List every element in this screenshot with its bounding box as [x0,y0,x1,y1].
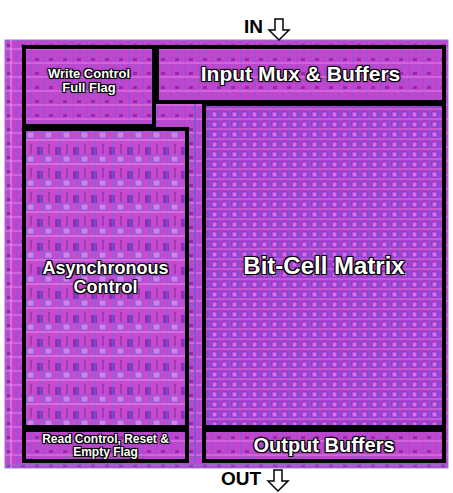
control-block: Read Control, Reset & Empty Flag [22,428,189,463]
memory-array: Bit-Cell Matrix [202,102,446,429]
block-label: Input Mux & Buffers [201,63,401,85]
control-block: Write Control Full Flag [22,45,156,128]
port-label: OUT [221,468,261,490]
output-arrow [268,470,288,491]
logic-block: Asynchronous Control [22,127,189,429]
io-block: Input Mux & Buffers [155,45,446,104]
io-block: Output Buffers [202,428,446,463]
block-label: Asynchronous Control [28,259,183,297]
block-label: Read Control, Reset & Empty Flag [31,433,181,458]
block-label: Output Buffers [253,435,394,456]
block-label: Bit-Cell Matrix [243,253,404,278]
input-arrow [269,19,289,40]
port-label: IN [244,16,263,38]
block-label: Write Control Full Flag [37,67,141,94]
